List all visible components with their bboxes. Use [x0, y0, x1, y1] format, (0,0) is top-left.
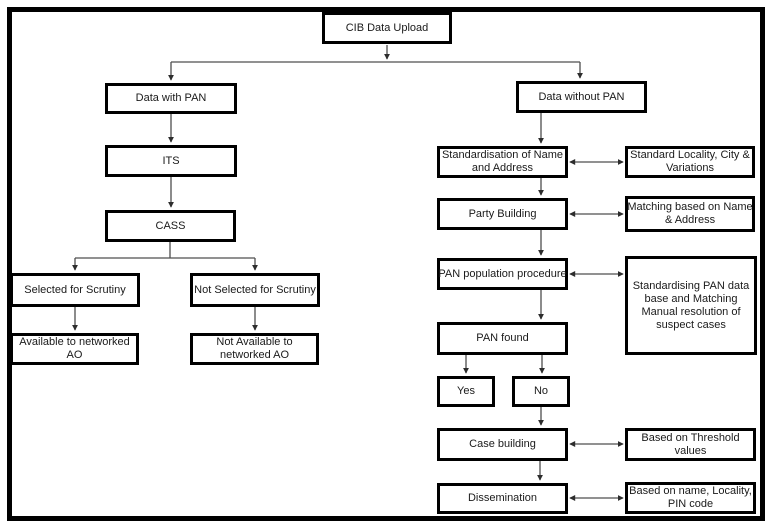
node-not-selected-for-scrutiny: Not Selected for Scrutiny	[190, 273, 320, 307]
node-selected-for-scrutiny: Selected for Scrutiny	[10, 273, 140, 307]
node-dissemination: Dissemination	[437, 483, 568, 514]
node-available-to-networked-ao: Available to networked AO	[10, 333, 139, 365]
node-case-building: Case building	[437, 428, 568, 461]
node-data-with-pan: Data with PAN	[105, 83, 237, 114]
node-pan-population-procedure: PAN population procedure	[437, 258, 568, 290]
node-not-available-to-networked-ao: Not Available to networked AO	[190, 333, 319, 365]
node-cass: CASS	[105, 210, 236, 242]
node-its: ITS	[105, 145, 237, 177]
node-party-building: Party Building	[437, 198, 568, 230]
node-pan-found: PAN found	[437, 322, 568, 355]
node-yes: Yes	[437, 376, 495, 407]
outer-border	[7, 7, 765, 521]
node-standardisation-of-name-and-address: Standardisation of Name and Address	[437, 146, 568, 178]
node-standardising-pan-data-base: Standardising PAN data base and Matching…	[625, 256, 757, 355]
node-based-on-threshold-values: Based on Threshold values	[625, 428, 756, 461]
node-based-on-name-locality-pin: Based on name, Locality, PIN code	[625, 482, 756, 514]
node-data-without-pan: Data without PAN	[516, 81, 647, 113]
node-matching-based-on-name-address: Matching based on Name & Address	[625, 196, 755, 232]
node-standard-locality-city-variations: Standard Locality, City & Variations	[625, 146, 755, 178]
node-no: No	[512, 376, 570, 407]
node-cib-data-upload: CIB Data Upload	[322, 12, 452, 44]
